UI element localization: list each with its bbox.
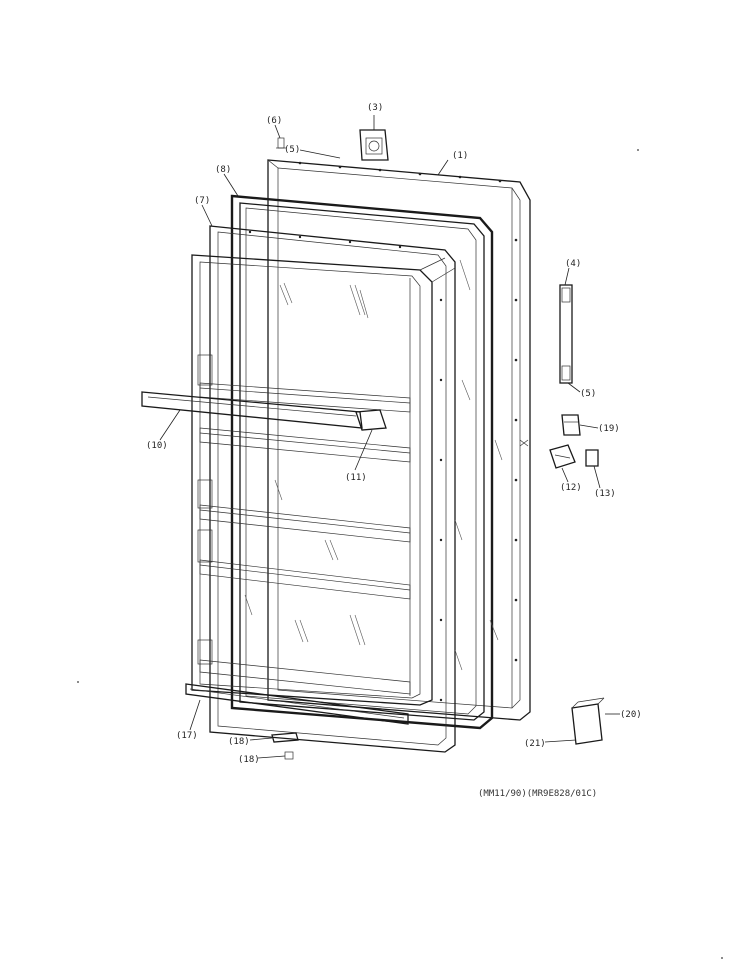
callout-cap: (20) (620, 710, 642, 720)
top-bracket (359, 129, 389, 161)
callout-hinge-top: (19) (598, 424, 620, 434)
shelf-supports (197, 354, 213, 665)
callout-hinge-pin: (13) (594, 489, 616, 499)
shelf-bar (141, 391, 387, 431)
leader-lines (159, 115, 620, 759)
callout-top-handle: (3) (367, 103, 383, 113)
hinge-top (561, 414, 581, 436)
callout-clip-a: (18) (228, 737, 250, 747)
clip-a (271, 732, 299, 743)
callout-bottom-bar: (17) (176, 731, 198, 741)
bottom-bar (185, 683, 409, 725)
panel-dots (298, 161, 518, 662)
speck (77, 681, 79, 683)
hinge-mid (549, 444, 576, 469)
shelf-3 (199, 504, 411, 543)
callout-screw-top: (6) (266, 116, 282, 126)
speck (721, 957, 723, 959)
drawing-code: (MM11/90)(MR9E828/01C) (478, 789, 597, 799)
screw-top (276, 137, 286, 149)
callout-liner: (7) (194, 196, 210, 206)
door-liner-front (191, 254, 503, 706)
shelf-2 (199, 427, 411, 463)
callout-outer-door: (1) (452, 151, 468, 161)
shelf-4 (199, 559, 411, 600)
door-gasket (230, 194, 494, 730)
callout-labels: (3) (6) (5) (1) (8) (7) (4) (5) (19) (12… (146, 103, 642, 765)
callout-hinge-mid: (12) (560, 483, 582, 493)
liner-dots (248, 230, 443, 702)
shelf-5 (199, 659, 411, 695)
speck (637, 149, 639, 151)
glare-hatch (244, 259, 503, 671)
callout-gasket: (8) (215, 165, 231, 175)
inner-liner-frame (209, 225, 456, 753)
callout-side-handle: (4) (565, 259, 581, 269)
side-handle (559, 284, 573, 384)
callout-shelf-bar: (10) (146, 441, 168, 451)
shelf-1 (199, 382, 411, 413)
callout-shelf-end: (11) (345, 473, 367, 483)
callout-screw-lead: (5) (284, 145, 300, 155)
hinge-pin (585, 449, 599, 467)
clip-b (284, 751, 294, 760)
callout-cap-lead: (21) (524, 739, 546, 749)
outer-door-panel (267, 159, 531, 721)
callout-side-screw: (5) (580, 389, 596, 399)
callout-clip-b: (18) (238, 755, 260, 765)
end-cap (571, 697, 605, 745)
